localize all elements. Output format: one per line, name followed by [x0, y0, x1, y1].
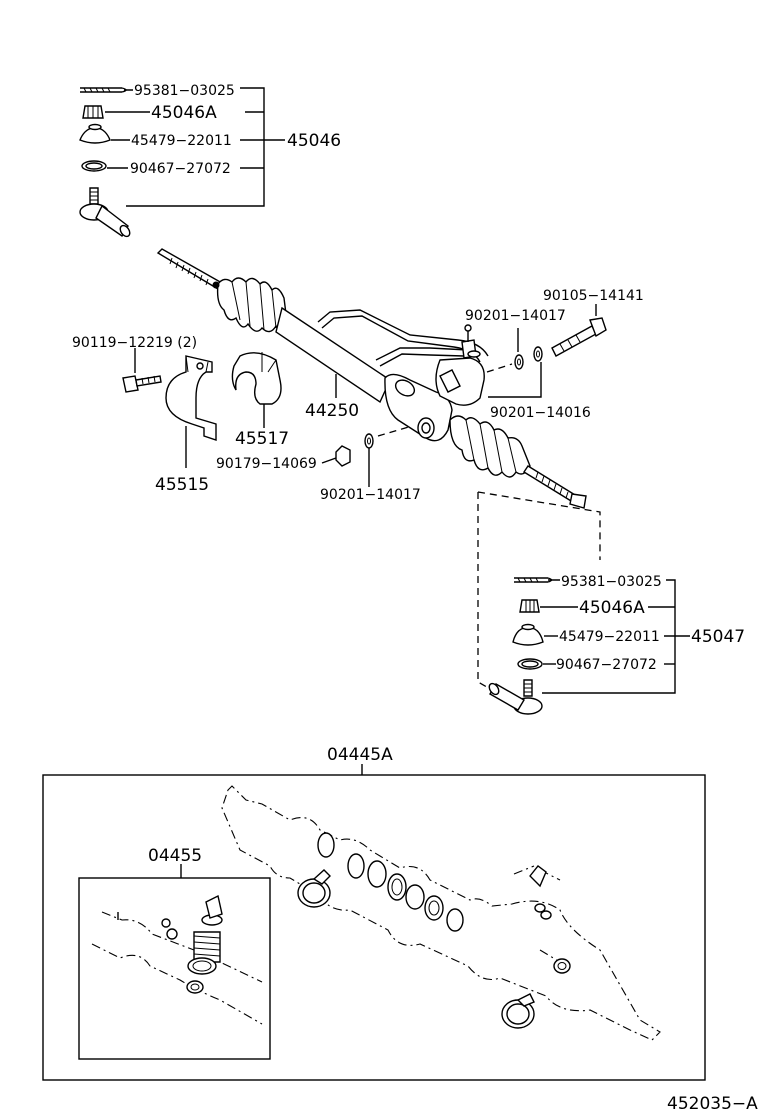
hose-clamp-icon [297, 869, 331, 908]
part-label: 45046A [151, 103, 217, 123]
tie-rod-end-icon [79, 187, 131, 238]
part-label: 95381−03025 [561, 574, 662, 590]
gasket-kit-box [42, 774, 706, 1081]
washer-icon [533, 346, 543, 362]
gasket-kit-icon [221, 785, 661, 1041]
part-label: 95381−03025 [134, 83, 235, 99]
castle-nut-icon [82, 105, 104, 119]
cotter-pin-icon [80, 87, 127, 93]
spring-icon [91, 894, 263, 1025]
part-label: 90467−27072 [556, 657, 657, 673]
part-label: 45479−22011 [559, 629, 660, 645]
part-label: 90201−14017 [465, 308, 566, 324]
part-label: 45515 [155, 475, 209, 495]
bushing-icon [231, 352, 282, 405]
part-label: 45479−22011 [131, 133, 232, 149]
nut-icon [335, 445, 351, 467]
assembly-label: 45047 [691, 627, 745, 647]
part-label: 90105−14141 [543, 288, 644, 304]
tie-rod-end-icon [488, 679, 543, 715]
steering-rack-icon [156, 248, 587, 509]
part-label: 90201−14017 [320, 487, 421, 503]
part-label: 45046A [579, 598, 645, 618]
boot-icon [79, 123, 111, 144]
assembly-label: 45046 [287, 131, 341, 151]
hose-clamp-icon [501, 993, 535, 1029]
part-label: 90119−12219 (2) [72, 335, 197, 351]
part-label: 90201−14016 [490, 405, 591, 421]
castle-nut-icon [519, 599, 540, 613]
tie-rod-end-group-top: 95381−03025 45046A 45479−22011 90467−270… [79, 83, 341, 238]
boot-icon [512, 623, 544, 646]
part-label: 44250 [305, 401, 359, 421]
clip-ring-icon [81, 160, 107, 172]
cotter-pin-icon [514, 577, 553, 583]
washer-icon [364, 433, 374, 449]
part-label: 90179−14069 [216, 456, 317, 472]
bolt-icon [551, 317, 607, 357]
part-label: 45517 [235, 429, 289, 449]
kit-label: 04445A [327, 745, 393, 765]
sub-kit-box [78, 877, 271, 1060]
kit-label: 04455 [148, 846, 202, 866]
tie-rod-end-group-bottom: 95381−03025 45046A 45479−22011 45047 904… [488, 574, 745, 715]
washer-icon [514, 354, 524, 370]
part-label: 90467−27072 [130, 161, 231, 177]
diagram-reference: 452035−A [667, 1094, 758, 1112]
bolt-icon [122, 375, 162, 393]
bracket-icon [165, 355, 217, 441]
clip-ring-icon [517, 658, 543, 670]
